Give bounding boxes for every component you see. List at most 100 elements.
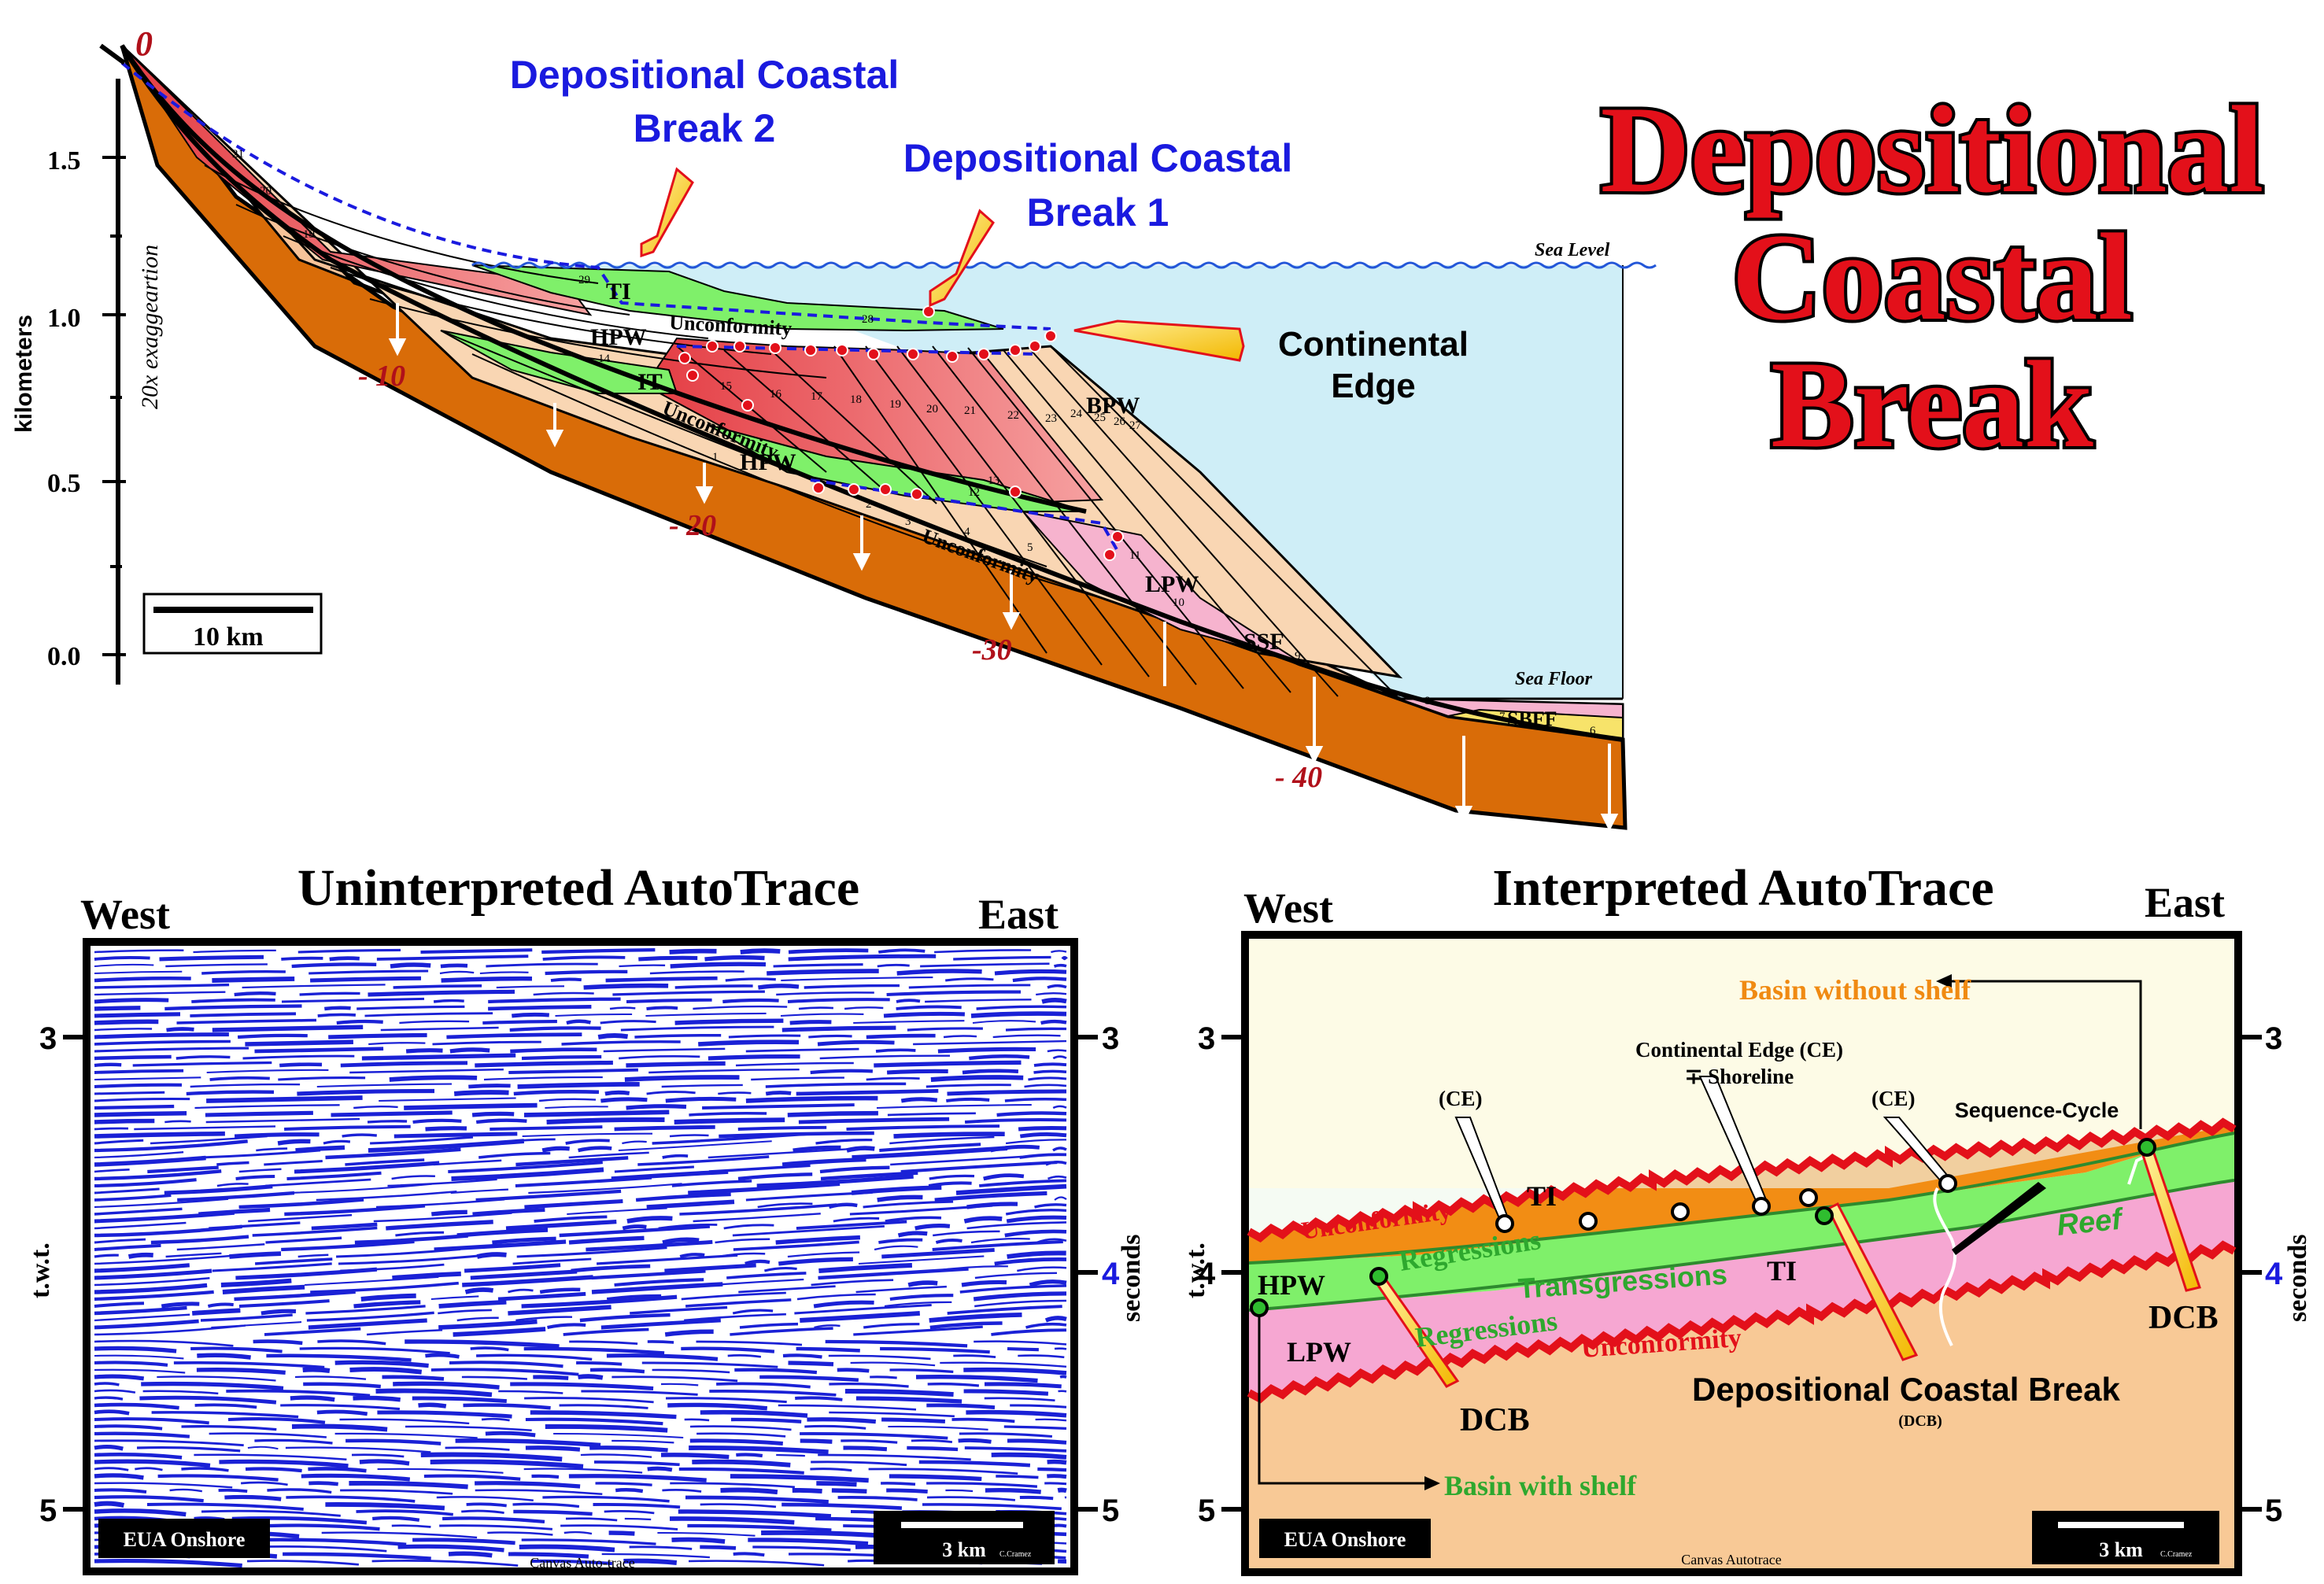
seismic-reflector bbox=[937, 1047, 1036, 1054]
right-axis-ticks bbox=[1221, 1035, 2262, 1512]
seismic-reflector bbox=[1036, 992, 1067, 996]
seismic-reflector bbox=[510, 1047, 597, 1054]
seismic-reflector bbox=[945, 1489, 974, 1493]
seismic-reflector bbox=[339, 1418, 470, 1425]
seismic-reflector bbox=[780, 1013, 864, 1017]
seismic-reflector bbox=[256, 1147, 288, 1152]
seismic-reflector bbox=[423, 1474, 521, 1481]
seismic-reflector bbox=[608, 1530, 635, 1536]
seismic-reflector bbox=[787, 998, 890, 1003]
seismic-reflector bbox=[946, 1097, 990, 1103]
seismic-reflector bbox=[380, 1026, 499, 1032]
seismic-reflector bbox=[619, 1054, 700, 1060]
seismic-reflector bbox=[876, 1104, 1032, 1110]
seismic-reflector bbox=[829, 1383, 909, 1388]
seismic-reflector bbox=[94, 1501, 125, 1508]
seismic-reflector bbox=[583, 983, 669, 990]
seismic-reflector bbox=[816, 1481, 857, 1487]
seismic-reflector bbox=[732, 1309, 774, 1315]
seismic-reflector bbox=[693, 1005, 788, 1010]
subsidence-40: - 40 bbox=[1275, 761, 1322, 794]
seismic-reflector bbox=[849, 1204, 993, 1216]
seismic-reflector bbox=[804, 984, 900, 989]
seismic-reflector bbox=[1012, 977, 1067, 983]
seismic-reflector bbox=[305, 1276, 439, 1287]
seismic-reflector bbox=[629, 1545, 693, 1550]
seismic-reflector bbox=[963, 1367, 1067, 1375]
seismic-reflector bbox=[798, 1117, 950, 1124]
seismic-reflector bbox=[945, 977, 994, 982]
seismic-reflector bbox=[796, 1293, 876, 1301]
seismic-reflector bbox=[351, 1453, 405, 1458]
seismic-reflector bbox=[490, 1125, 603, 1131]
right-scale-bg bbox=[2032, 1511, 2219, 1564]
seismic-reflector bbox=[885, 1216, 942, 1223]
seismic-reflector bbox=[626, 1216, 673, 1224]
seismic-reflector bbox=[688, 1560, 825, 1567]
seismic-reflector bbox=[665, 1397, 787, 1404]
seismic-reflector bbox=[141, 1381, 284, 1391]
seismic-reflector bbox=[727, 1353, 762, 1358]
seismic-reflector bbox=[918, 1460, 1031, 1468]
seismic-reflector bbox=[612, 990, 765, 996]
cross-section-diagram bbox=[99, 43, 1657, 832]
seismic-reflector bbox=[523, 1346, 665, 1355]
seismic-reflector bbox=[674, 984, 753, 989]
seismic-reflector bbox=[492, 1236, 556, 1245]
seismic-reflector bbox=[190, 1083, 301, 1088]
seismic-reflector bbox=[844, 1006, 884, 1010]
seismic-reflector bbox=[568, 1235, 645, 1245]
seismic-reflector bbox=[94, 1187, 160, 1194]
seismic-reflector bbox=[720, 1487, 778, 1495]
seismic-reflector bbox=[819, 1054, 951, 1060]
seismic-reflector bbox=[412, 1118, 462, 1124]
seismic-reflector bbox=[559, 1224, 711, 1238]
seismic-reflector bbox=[1018, 1354, 1065, 1359]
seismic-reflector bbox=[521, 1538, 656, 1545]
seismic-reflector bbox=[94, 1459, 211, 1468]
seismic-reflector bbox=[752, 1545, 851, 1552]
seismic-reflector bbox=[907, 1446, 959, 1452]
seismic-reflector bbox=[1057, 1487, 1067, 1494]
dcb1-label-line2: Break 1 bbox=[1027, 190, 1169, 234]
seismic-reflector bbox=[94, 991, 226, 996]
seismic-reflector bbox=[334, 1432, 478, 1439]
seismic-reflector bbox=[792, 1487, 822, 1494]
seismic-reflector bbox=[926, 1482, 1038, 1488]
sbff-label: SBFF bbox=[1507, 707, 1557, 730]
seismic-reflector bbox=[512, 1012, 549, 1018]
seismic-reflector bbox=[846, 1124, 1000, 1131]
seismic-reflector bbox=[470, 1269, 578, 1280]
seismic-reflector bbox=[1005, 1027, 1067, 1032]
seismic-reflector bbox=[893, 1132, 1005, 1139]
seismic-reflector bbox=[94, 1169, 130, 1173]
seismic-reflector bbox=[360, 1293, 416, 1302]
seismic-reflector bbox=[94, 1302, 145, 1308]
seismic-reflector bbox=[371, 1516, 420, 1522]
seismic-reflector bbox=[235, 1267, 378, 1280]
seismic-reflector bbox=[667, 1402, 768, 1411]
seismic-reflector bbox=[425, 1353, 460, 1359]
seismic-reflector bbox=[393, 984, 482, 989]
seismic-reflector bbox=[281, 997, 425, 1003]
it-label: IT bbox=[637, 369, 663, 395]
seismic-reflector bbox=[309, 1481, 338, 1486]
seismic-reflector bbox=[567, 1207, 667, 1216]
seismic-reflector bbox=[222, 1284, 305, 1294]
seismic-reflector bbox=[466, 1502, 507, 1508]
layer-number: 12 bbox=[968, 486, 980, 499]
seismic-reflector bbox=[308, 1467, 367, 1473]
seismic-reflector bbox=[94, 956, 150, 961]
right-rtick-5: 5 bbox=[2265, 1494, 2282, 1528]
seismic-reflector bbox=[265, 1236, 342, 1244]
seismic-reflector bbox=[386, 1220, 493, 1231]
seismic-reflector bbox=[433, 1159, 502, 1166]
seismic-reflector bbox=[323, 1139, 351, 1145]
seismic-reflector bbox=[560, 1524, 678, 1530]
seismic-reflector bbox=[475, 1189, 622, 1202]
seismic-reflector bbox=[94, 1083, 183, 1089]
continental-edge-arrow bbox=[1073, 319, 1245, 362]
seismic-reflector bbox=[173, 1361, 325, 1369]
seismic-reflector bbox=[652, 1132, 807, 1145]
seismic-reflector bbox=[438, 1309, 492, 1315]
